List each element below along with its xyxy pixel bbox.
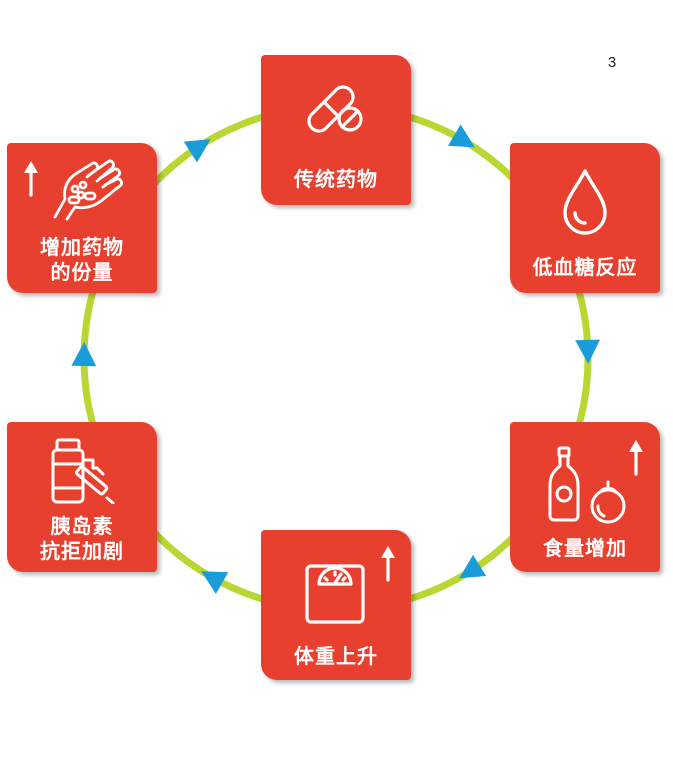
step-card-hypoglycemia: 低血糖反应 bbox=[510, 143, 660, 293]
step-card-weight-gain: 体重上升 bbox=[261, 530, 411, 680]
direction-arrow bbox=[575, 339, 600, 364]
direction-arrow bbox=[201, 571, 229, 594]
step-card-increased-appetite: 食量增加 bbox=[510, 422, 660, 572]
insulin-icon bbox=[51, 438, 115, 504]
step-label: 传统药物 bbox=[294, 167, 378, 191]
step-card-traditional-medicine: 传统药物 bbox=[261, 55, 411, 205]
direction-arrow bbox=[459, 554, 487, 579]
step-label-line1: 胰岛素 bbox=[50, 514, 114, 538]
up-arrow-icon bbox=[24, 161, 38, 197]
step-label-line1: 增加药物 bbox=[40, 235, 124, 259]
step-card-increase-dosage: 增加药物 的份量 bbox=[7, 143, 157, 293]
drop-icon bbox=[563, 169, 607, 235]
step-label: 食量增加 bbox=[543, 536, 627, 560]
step-label-line2: 抗拒加剧 bbox=[40, 539, 124, 563]
pills-icon bbox=[307, 85, 363, 133]
up-arrow-icon bbox=[629, 440, 643, 476]
page-number: 3 bbox=[607, 54, 617, 71]
direction-arrow bbox=[183, 139, 211, 163]
direction-arrow bbox=[71, 342, 97, 367]
step-card-insulin-resistance: 胰岛素 抗拒加剧 bbox=[7, 422, 157, 572]
up-arrow-icon bbox=[381, 546, 395, 582]
step-label: 体重上升 bbox=[294, 644, 378, 668]
step-label-line2: 的份量 bbox=[50, 260, 114, 284]
direction-arrow bbox=[448, 124, 475, 148]
food-icon bbox=[548, 446, 626, 524]
hand-pills-icon bbox=[53, 159, 123, 221]
step-label: 低血糖反应 bbox=[532, 255, 638, 279]
scale-icon bbox=[305, 564, 365, 624]
